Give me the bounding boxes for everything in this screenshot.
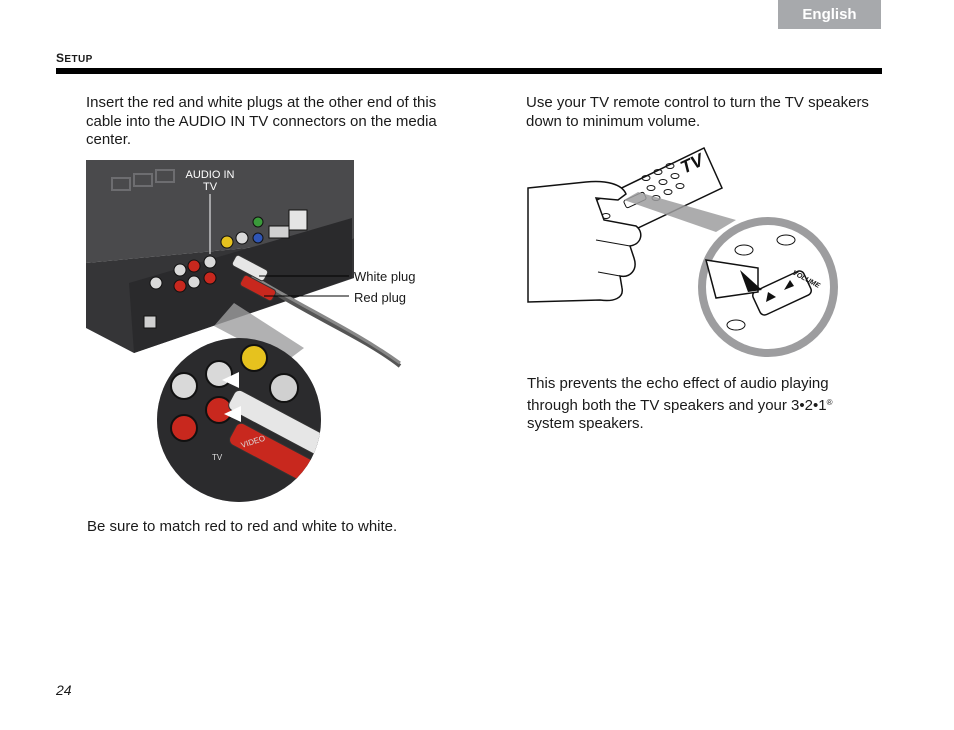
volume-zoom-detail: VOLUME xyxy=(704,225,830,349)
connector-jacks xyxy=(143,209,308,329)
zoom-detail: TV VIDEO xyxy=(157,338,321,502)
language-tab-label: English xyxy=(802,6,857,23)
finger-icon xyxy=(704,259,759,299)
language-tab-english[interactable]: English xyxy=(778,0,881,29)
red-plug-label: Red plug xyxy=(354,290,406,305)
white-plug-label: White plug xyxy=(354,269,415,284)
zoom-tv-label: TV xyxy=(212,453,223,462)
press-arrow-icon xyxy=(740,270,762,292)
explanation-end: system speakers. xyxy=(527,415,644,432)
left-instruction: Insert the red and white plugs at the ot… xyxy=(86,94,437,148)
section-title-initial: S xyxy=(56,51,65,65)
audio-in-label: AUDIO IN xyxy=(186,169,235,181)
right-explanation: This prevents the echo effect of audio p… xyxy=(527,375,877,434)
section-title-rest: ETUP xyxy=(64,54,93,65)
right-instruction: Use your TV remote control to turn the T… xyxy=(526,94,869,130)
tv-remote-illustration: TV VOLUME xyxy=(527,146,838,357)
match-colors-note: Be sure to match red to red and white to… xyxy=(87,518,398,535)
media-center-logo-icon xyxy=(111,169,175,191)
audio-cable xyxy=(262,284,402,368)
hand-icon xyxy=(527,180,642,303)
media-center-connection-illustration: AUDIO IN TV White plug Red plug TV VIDEO xyxy=(86,160,415,502)
header-rule xyxy=(56,68,882,74)
registered-mark: ® xyxy=(826,397,833,407)
audio-in-tv-label: TV xyxy=(203,181,218,193)
explanation-main: This prevents the echo effect of audio p… xyxy=(527,375,829,414)
section-title: SETUP xyxy=(56,51,93,65)
page-number: 24 xyxy=(56,682,72,698)
volume-rocker-icon xyxy=(752,270,812,316)
